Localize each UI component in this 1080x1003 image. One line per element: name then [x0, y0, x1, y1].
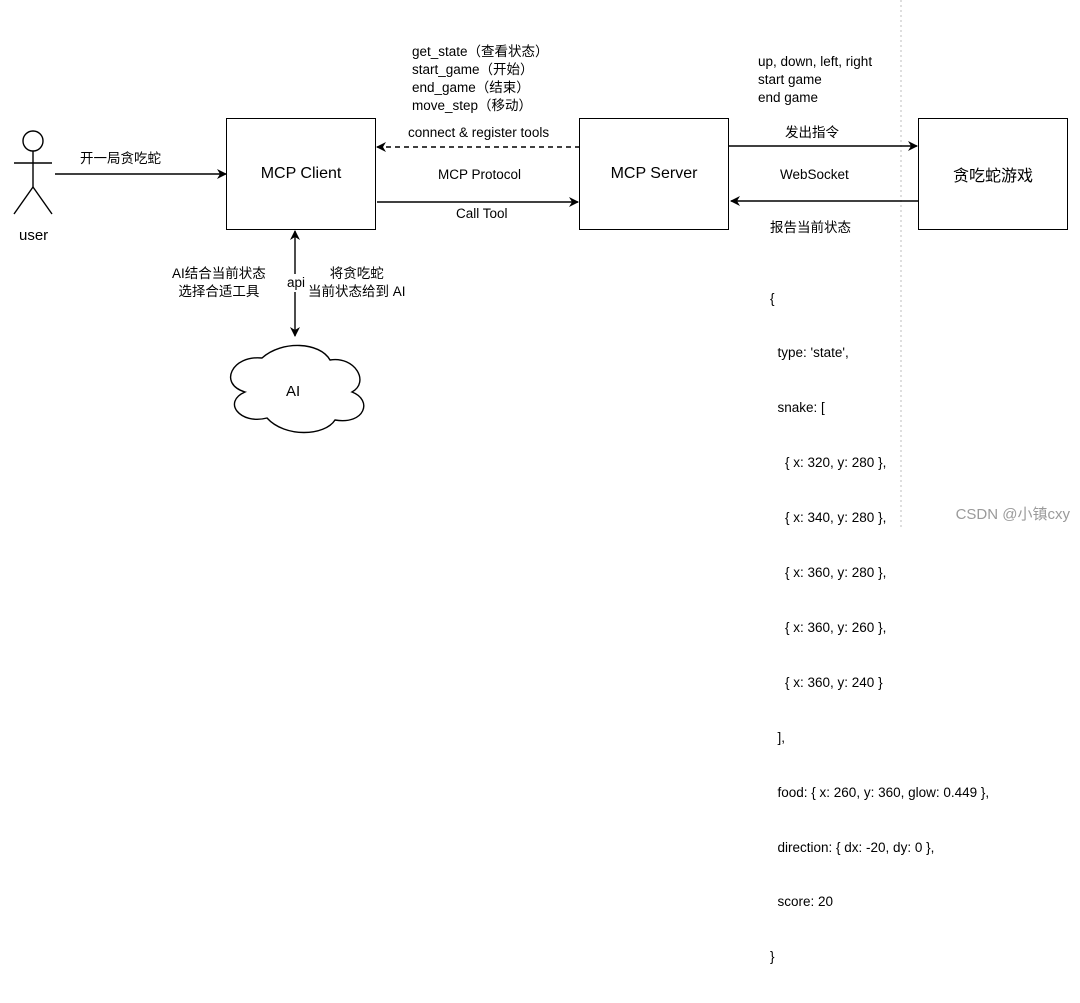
state-json-block: { type: 'state', snake: [ { x: 320, y: 2…	[770, 290, 990, 965]
ai-choose-tool-label: AI结合当前状态 选择合适工具	[172, 266, 266, 299]
tool-end-game: end_game（结束）	[412, 80, 530, 95]
tool-move-step: move_step（移动）	[412, 98, 533, 113]
tool-start-game: start_game（开始）	[412, 62, 534, 77]
user-label: user	[19, 227, 49, 244]
snake-game-box: 贪吃蛇游戏	[918, 118, 1068, 230]
user-to-client-label: 开一局贪吃蛇	[80, 151, 161, 166]
mcp-server-label: MCP Server	[610, 165, 698, 182]
command-end: end game	[758, 90, 819, 105]
user-stick-figure-icon	[13, 130, 53, 215]
mcp-client-label: MCP Client	[260, 165, 342, 182]
api-label: api	[286, 274, 307, 292]
ai-label: AI	[286, 383, 301, 400]
command-start: start game	[758, 72, 822, 87]
server-to-game-label: 发出指令	[785, 125, 839, 140]
mcp-server-box: MCP Server	[579, 118, 729, 230]
diagram-canvas: MCP Client MCP Server 贪吃蛇游戏 user 开一局贪吃蛇 …	[13, 0, 1070, 964]
tool-get-state: get_state（查看状态）	[412, 44, 549, 59]
report-state-label: 报告当前状态	[770, 220, 851, 235]
connect-register-label: connect & register tools	[408, 125, 550, 140]
mcp-protocol-label: MCP Protocol	[438, 167, 522, 182]
snake-game-label: 贪吃蛇游戏	[952, 168, 1033, 185]
command-directions: up, down, left, right	[758, 54, 873, 69]
watermark: CSDN @小镇cxy	[955, 506, 1070, 523]
mcp-client-box: MCP Client	[226, 118, 376, 230]
call-tool-label: Call Tool	[456, 206, 508, 221]
tools-list: get_state（查看状态） start_game（开始） end_game（…	[412, 43, 549, 115]
cloud-icon	[229, 344, 365, 434]
websocket-label: WebSocket	[780, 167, 849, 182]
commands-list: up, down, left, right start game end gam…	[758, 53, 872, 107]
send-state-to-ai-label: 将贪吃蛇 当前状态给到 AI	[308, 266, 406, 299]
